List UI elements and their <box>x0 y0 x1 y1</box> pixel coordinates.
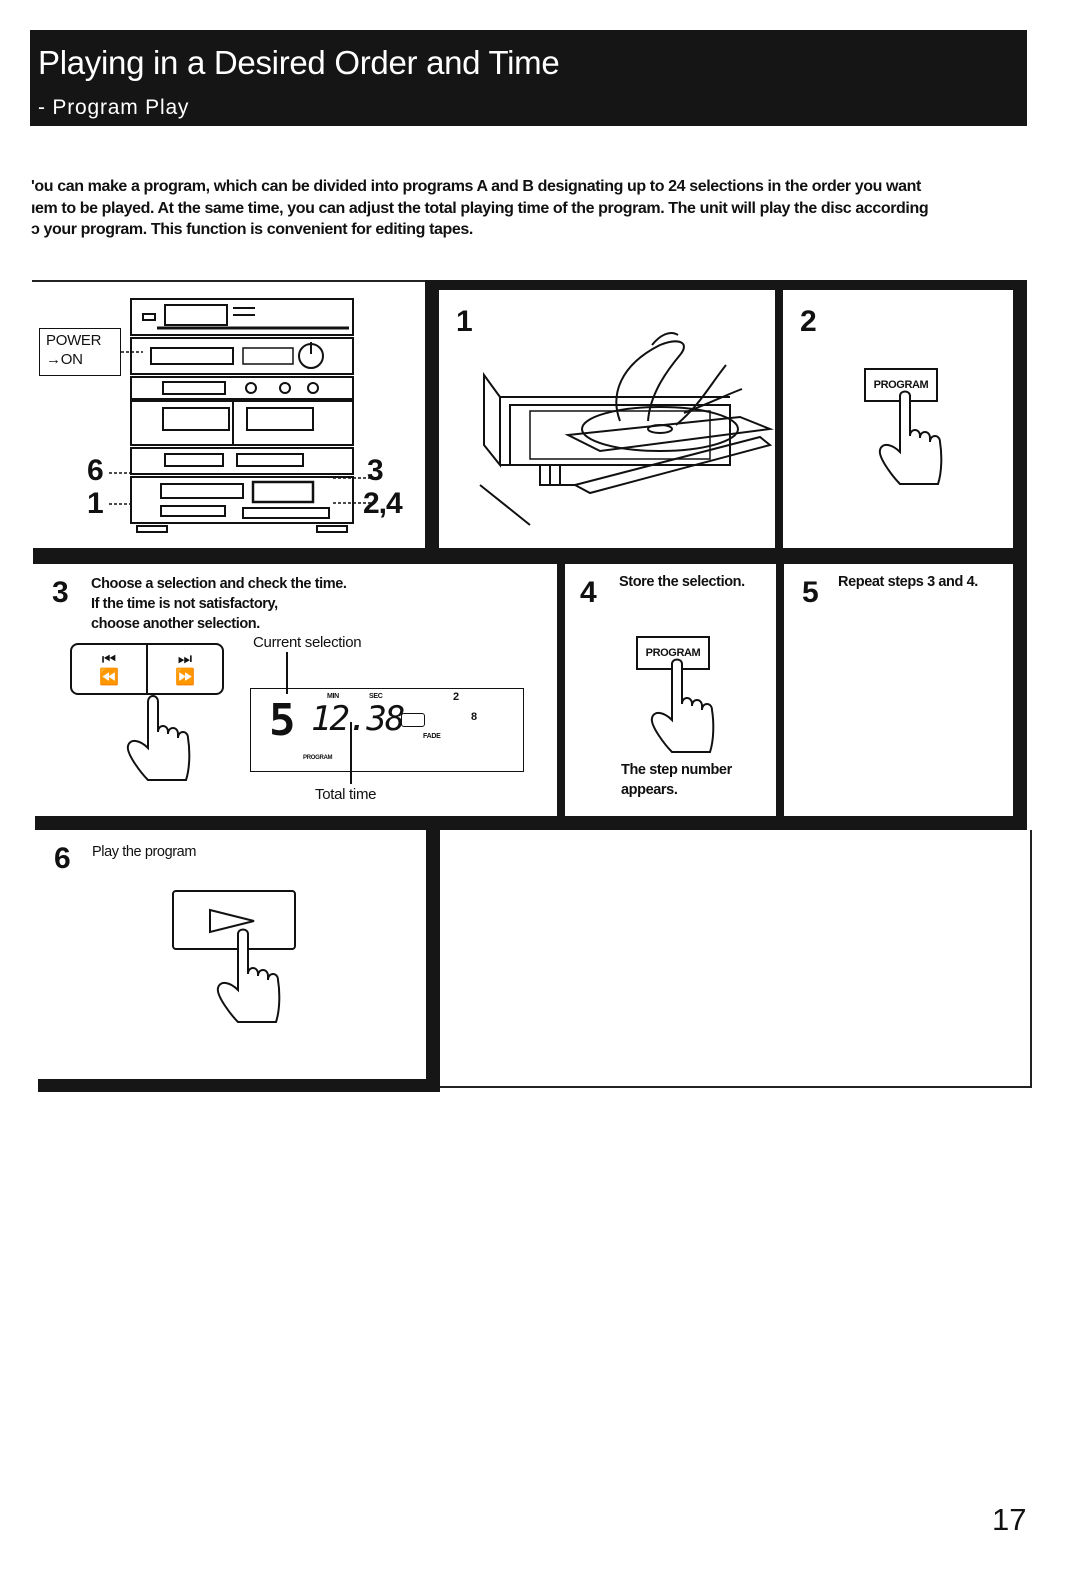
step5-text: Repeat steps 3 and 4. <box>838 574 978 590</box>
divider-vertical <box>557 564 565 816</box>
next-button[interactable]: ⏭⏩ <box>148 647 222 691</box>
step4-number: 4 <box>580 576 597 609</box>
intro-line: ıem to be played. At the same time, you … <box>31 199 929 217</box>
program-button[interactable]: PROGRAM <box>864 368 938 402</box>
prev-button[interactable]: ⏮⏪ <box>72 647 146 691</box>
intro-line: ɔ your program. This function is conveni… <box>31 221 473 238</box>
callout-step6: 6 <box>87 454 104 487</box>
middle-bar <box>33 548 1027 564</box>
page-subtitle: - Program Play <box>38 96 190 119</box>
step3-text: Choose a selection and check the time. <box>91 576 347 592</box>
cd-tray-hand-illustration <box>479 332 774 526</box>
power-on-label: →ON <box>46 351 83 368</box>
skip-back-icon: ⏮ <box>101 651 117 668</box>
display-sec-label: SEC <box>369 693 383 700</box>
divider-vertical <box>426 830 440 1092</box>
step2-number: 2 <box>800 305 817 338</box>
callout-step3: 3 <box>367 454 384 487</box>
display-number: 2 <box>453 691 459 703</box>
leader-line <box>286 652 288 694</box>
step3-text: If the time is not satisfactory, <box>91 596 278 612</box>
divider-vertical <box>425 280 439 548</box>
power-label: POWER <box>46 332 102 349</box>
rewind-icon: ⏪ <box>99 669 119 686</box>
current-selection-label: Current selection <box>253 634 362 651</box>
play-button[interactable] <box>172 890 296 950</box>
step6-text: Play the program <box>92 844 197 860</box>
step6-number: 6 <box>54 842 71 875</box>
step4-note: The step number <box>621 762 732 778</box>
hand-pointer-icon <box>650 658 715 753</box>
display-number: 8 <box>471 711 477 723</box>
step4-text: Store the selection. <box>619 574 745 590</box>
middle-bar <box>35 816 1027 830</box>
step3-text: choose another selection. <box>91 616 260 632</box>
divider-vertical <box>775 280 783 548</box>
page-title: Playing in a Desired Order and Time <box>38 44 560 81</box>
step5-number: 5 <box>802 576 819 609</box>
skip-search-buttons: ⏮⏪ ⏭⏩ <box>70 643 224 695</box>
skip-forward-icon: ⏭ <box>177 651 193 668</box>
header-banner: Playing in a Desired Order and Time - Pr… <box>30 30 1027 126</box>
system-overview: POWER →ON 6 1 3 2,4 <box>33 290 423 546</box>
stereo-system-illustration <box>109 298 373 533</box>
bottom-bar <box>38 1079 438 1092</box>
callout-step24: 2,4 <box>363 487 403 520</box>
intro-paragraph: 'ou can make a program, which can be div… <box>31 176 1021 241</box>
step3-number: 3 <box>52 576 69 609</box>
bottom-rule <box>440 1086 1032 1088</box>
display-time: 12.38 <box>311 699 405 739</box>
callout-step1: 1 <box>87 487 104 520</box>
right-rule <box>1030 830 1032 1088</box>
power-label-box: POWER →ON <box>39 328 121 376</box>
tape-icon <box>401 713 425 727</box>
lcd-display: 5 12.38 MIN SEC PROGRAM FADE 2 8 <box>250 688 524 772</box>
top-bar <box>426 280 1027 290</box>
total-time-label: Total time <box>315 786 377 803</box>
step1-number: 1 <box>456 305 473 338</box>
step4-note: appears. <box>621 782 678 798</box>
display-program-label: PROGRAM <box>303 755 333 761</box>
intro-line: 'ou can make a program, which can be div… <box>31 178 921 195</box>
display-step-digit: 5 <box>269 695 296 746</box>
hand-pointer-icon <box>216 928 281 1023</box>
divider-vertical <box>776 564 784 816</box>
display-fade-label: FADE <box>423 733 441 740</box>
leader-line <box>350 722 352 784</box>
hand-pointer-icon <box>126 695 191 781</box>
play-icon <box>209 908 255 934</box>
display-min-label: MIN <box>327 693 339 700</box>
page-number: 17 <box>992 1502 1027 1537</box>
fast-forward-icon: ⏩ <box>175 669 195 686</box>
hand-pointer-icon <box>878 390 943 485</box>
